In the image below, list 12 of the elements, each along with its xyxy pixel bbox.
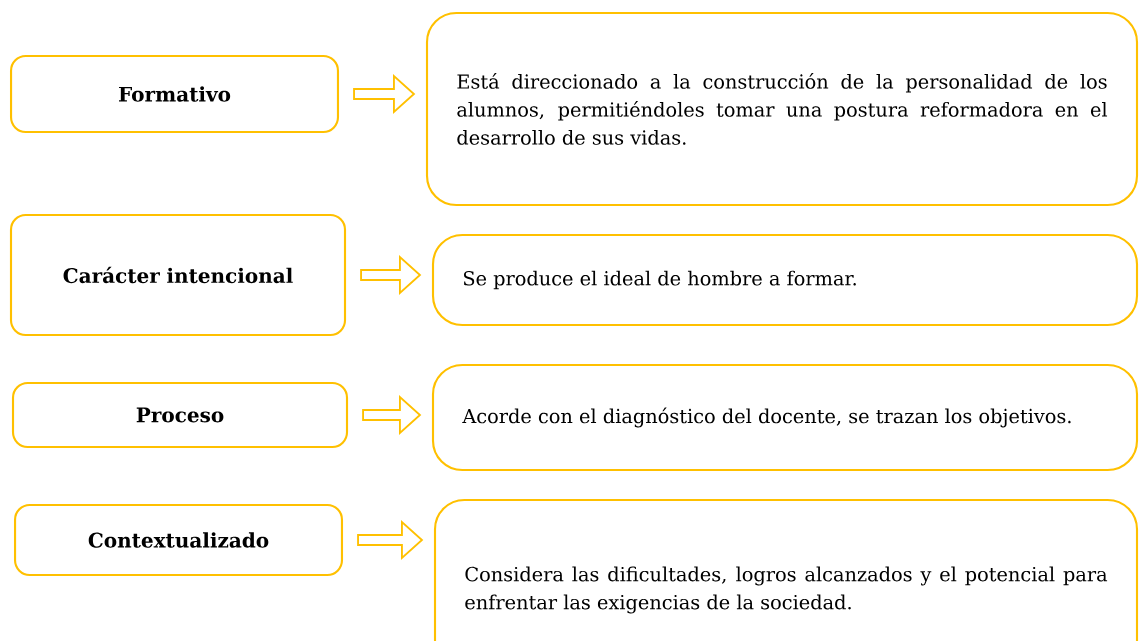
block-arrow bbox=[353, 73, 416, 115]
description-box: Considera las dificultades, logros alcanzados y el potencial para enfrentar las exigencias de la sociedad. bbox=[433, 498, 1139, 641]
term-box: Contextualizado bbox=[13, 503, 344, 577]
description-box: Acorde con el diagnóstico del docente, se trazan los objetivos. bbox=[431, 363, 1139, 472]
description-box: Está direccionado a la construcción de la personalidad de los alumnos, permitiéndoles tomar una postura reformadora en el desarrollo de sus vidas. bbox=[425, 11, 1139, 207]
block-arrow bbox=[360, 254, 422, 296]
block-arrow bbox=[357, 519, 424, 561]
term-box: Formativo bbox=[9, 54, 340, 134]
term-box: Proceso bbox=[11, 381, 349, 449]
term-box: Carácter intencional bbox=[9, 213, 347, 337]
block-arrow bbox=[362, 394, 422, 436]
description-box: Se produce el ideal de hombre a formar. bbox=[431, 233, 1139, 327]
